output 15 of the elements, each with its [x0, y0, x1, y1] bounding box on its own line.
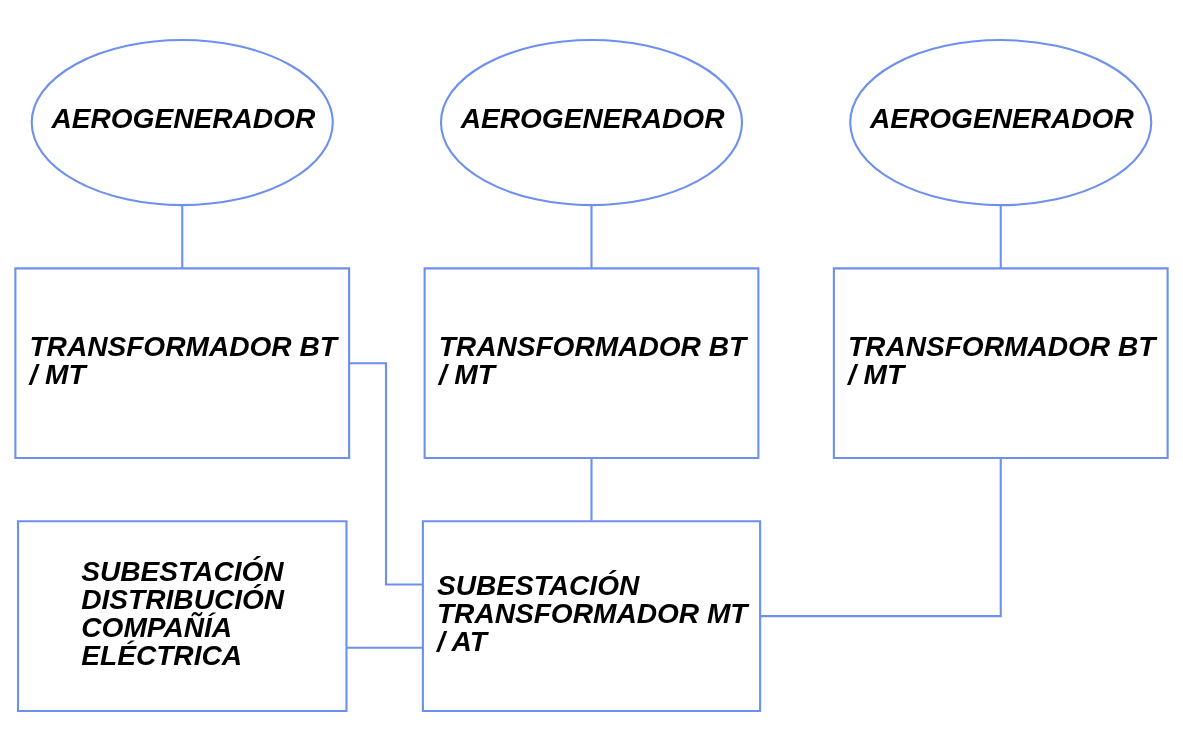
connector — [590, 205, 593, 268]
connector — [181, 205, 184, 268]
node-box: SUBESTACIÓN TRANSFORMADOR MT / AT — [421, 520, 762, 713]
node-box: SUBESTACIÓN DISTRIBUCIÓN COMPAÑÍA ELÉCTRICA — [16, 520, 348, 713]
node-box: TRANSFORMADOR BT / MT — [423, 267, 760, 460]
node-box: TRANSFORMADOR BT / MT — [832, 267, 1169, 460]
node-ellipse: AEROGENERADOR — [849, 38, 1153, 207]
connector — [349, 362, 423, 586]
connector — [760, 458, 1002, 618]
node-ellipse: AEROGENERADOR — [439, 38, 744, 207]
connector — [590, 458, 593, 521]
node-ellipse: AEROGENERADOR — [30, 38, 334, 207]
node-box: TRANSFORMADOR BT / MT — [14, 267, 351, 460]
connector — [999, 205, 1002, 268]
connector — [346, 646, 423, 649]
